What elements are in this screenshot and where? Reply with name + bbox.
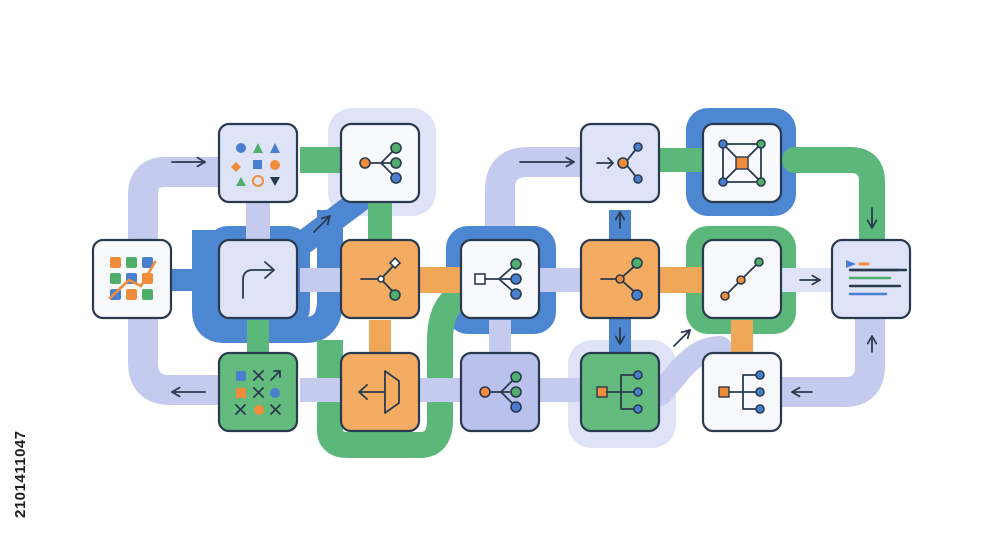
grid-cell — [110, 273, 121, 284]
symbol-grid-icon — [235, 370, 281, 415]
trend-line-icon — [720, 257, 764, 301]
arrow-diagonal-up — [313, 215, 331, 233]
track-lavender-right — [735, 305, 885, 407]
node-arrow-branch — [579, 122, 661, 204]
node-shapes — [217, 122, 299, 204]
node-tile — [217, 238, 299, 320]
track-green-right-arc — [782, 147, 885, 259]
grid-cell — [110, 257, 121, 268]
node-fork — [339, 238, 421, 320]
stock-id-text: 2101411047 — [12, 430, 29, 518]
network-icon — [718, 139, 766, 187]
node-symbols — [217, 351, 299, 433]
track-lavender-outer-left-bottom — [128, 305, 237, 405]
branch-icon — [479, 371, 522, 413]
track-lavender-outer-left — [128, 157, 237, 251]
data-grid-icon — [108, 257, 157, 300]
node-data — [91, 238, 173, 320]
node-split — [579, 238, 661, 320]
node-branch-top — [339, 122, 421, 204]
grid-cell — [126, 289, 137, 300]
node-network — [701, 122, 783, 204]
arrow-diagonal-right — [673, 329, 691, 347]
branch-icon — [359, 142, 402, 184]
node-report — [830, 238, 912, 320]
tree-icon — [596, 370, 643, 414]
split-icon — [600, 257, 643, 301]
arrow-branch-icon — [596, 142, 643, 184]
node-branch-low — [459, 351, 541, 433]
track-green-bottom — [317, 277, 475, 458]
node-square-branch — [459, 238, 541, 320]
node-trend — [701, 238, 783, 320]
report-lines-icon — [846, 260, 908, 296]
flow-arrows — [171, 156, 878, 398]
node-tree-green — [579, 351, 661, 433]
node-gate — [339, 351, 421, 433]
shapes-palette-icon — [231, 143, 280, 187]
turn-arrow-icon — [242, 261, 275, 299]
node-tree-white — [701, 351, 783, 433]
gate-icon — [358, 370, 400, 414]
fork-icon — [360, 256, 402, 301]
track-lavender-mid — [648, 336, 732, 406]
workflow-nodes — [91, 122, 912, 433]
grid-cell — [142, 257, 153, 268]
grid-cell — [126, 257, 137, 268]
node-redirect — [217, 238, 299, 320]
tree-icon — [718, 370, 765, 414]
square-branch-icon — [474, 258, 522, 300]
grid-cell — [142, 289, 153, 300]
